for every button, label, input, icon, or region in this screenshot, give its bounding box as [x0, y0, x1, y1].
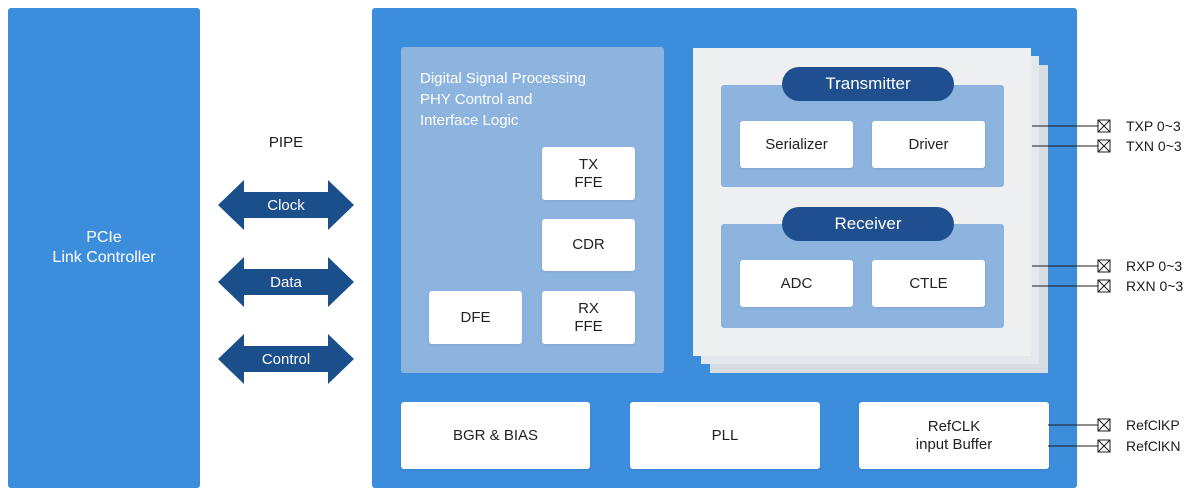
pipe-label: PIPE — [268, 134, 304, 151]
dfe-block: DFE — [429, 291, 522, 344]
pad-refclkn-icon — [1097, 439, 1111, 453]
rx-ffe-line1: RX — [578, 299, 599, 317]
pin-refclkn-label: RefClKN — [1126, 438, 1181, 454]
receiver-title: Receiver — [782, 207, 954, 241]
driver-block: Driver — [872, 121, 985, 168]
external-pin-connections — [1032, 119, 1111, 453]
data-arrow-label: Data — [270, 273, 302, 291]
refclk-line1: RefCLK — [927, 417, 981, 435]
control-double-arrow — [218, 334, 354, 384]
pad-icons — [1097, 119, 1111, 453]
pad-refclkp-icon — [1097, 418, 1111, 432]
pad-rxp-icon — [1097, 259, 1111, 273]
rx-ffe-line2: FFE — [574, 317, 603, 335]
rx-ffe-block: RX FFE — [542, 291, 635, 344]
clock-double-arrow — [218, 180, 354, 230]
control-arrow-label: Control — [261, 350, 311, 368]
adc-block: ADC — [740, 260, 853, 307]
dsp-title-line1: Digital Signal Processing — [420, 70, 586, 87]
link-controller-line1: PCIe — [86, 229, 122, 246]
cdr-block: CDR — [542, 219, 635, 271]
pll-block: PLL — [630, 402, 820, 469]
serializer-block: Serializer — [740, 121, 853, 168]
link-controller-line2: Link Controller — [52, 249, 156, 266]
tx-ffe-line1: TX — [578, 155, 599, 173]
pin-txp-label: TXP 0~3 — [1126, 118, 1181, 134]
pin-refclkp-label: RefClKP — [1126, 417, 1180, 433]
dsp-title: Digital Signal Processing PHY Control an… — [420, 68, 650, 131]
ctle-block: CTLE — [872, 260, 985, 307]
dsp-title-line2: PHY Control and — [420, 91, 533, 108]
tx-ffe-block: TX FFE — [542, 147, 635, 200]
dsp-title-line3: Interface Logic — [420, 112, 519, 129]
tx-ffe-line2: FFE — [574, 173, 603, 191]
pin-rxn-label: RXN 0~3 — [1126, 278, 1184, 294]
pad-rxn-icon — [1097, 279, 1111, 293]
clock-arrow-label: Clock — [267, 196, 305, 214]
refclk-buffer-block: RefCLK input Buffer — [859, 402, 1049, 469]
pin-rxp-label: RXP 0~3 — [1126, 258, 1183, 274]
pad-txp-icon — [1097, 119, 1111, 133]
pin-txn-label: TXN 0~3 — [1126, 138, 1182, 154]
bgr-bias-block: BGR & BIAS — [401, 402, 590, 469]
refclk-line2: input Buffer — [915, 435, 993, 453]
pad-txn-icon — [1097, 139, 1111, 153]
data-double-arrow — [218, 257, 354, 307]
pcie-link-controller-block: PCIe Link Controller — [8, 8, 200, 488]
transmitter-title: Transmitter — [782, 67, 954, 101]
